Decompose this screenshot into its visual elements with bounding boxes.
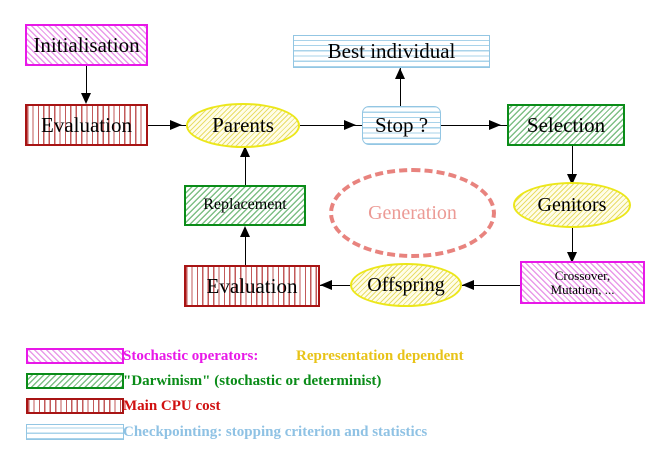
arrowhead-stop-best	[395, 68, 405, 79]
arrowhead-evaluation-parents	[170, 120, 182, 130]
node-initialisation[interactable]: Initialisation	[25, 24, 148, 66]
edge-crossover-offspring	[462, 285, 520, 286]
node-genitors[interactable]: Genitors	[513, 182, 631, 228]
legend-label-main-cpu-cost: Main CPU cost	[123, 397, 221, 414]
arrowhead-offspring-evaluation	[320, 280, 332, 290]
edge-selection-genitors	[572, 146, 573, 180]
arrowhead-genitors-crossover	[567, 252, 577, 263]
legend-swatch-checkpointing	[26, 424, 124, 440]
edge-stop-selection	[441, 125, 507, 126]
node-selection[interactable]: Selection	[507, 104, 625, 146]
edge-parents-stop	[300, 125, 362, 126]
legend-row-main-cpu-cost: Main CPU cost	[0, 393, 662, 419]
node-crossover-mutation[interactable]: Crossover, Mutation, ...	[520, 261, 645, 304]
node-evaluation-top[interactable]: Evaluation	[25, 104, 148, 146]
arrowhead-selection-genitors	[567, 174, 577, 185]
node-offspring[interactable]: Offspring	[350, 263, 462, 307]
edge-evaluation-replacement	[245, 228, 246, 266]
edge-genitors-crossover	[572, 228, 573, 260]
node-best-individual[interactable]: Best individual	[293, 35, 490, 68]
edge-initialisation-evaluation	[86, 66, 87, 96]
legend-swatch-darwinism	[26, 373, 124, 389]
edge-stop-best	[400, 68, 401, 106]
legend-label-representation-dependent: Representation dependent	[296, 347, 464, 364]
node-parents[interactable]: Parents	[186, 103, 300, 148]
edge-replacement-parents	[245, 148, 246, 186]
arrowhead-initialisation-evaluation	[81, 93, 91, 104]
arrowhead-replacement-parents	[240, 146, 250, 157]
legend-row-stochastic: Stochastic operators: Representation dep…	[0, 343, 662, 369]
legend-swatch-stochastic-operator	[26, 348, 124, 364]
edge-offspring-evaluation	[320, 285, 370, 286]
node-evaluation-bottom[interactable]: Evaluation	[184, 265, 320, 307]
node-stop[interactable]: Stop ?	[362, 106, 441, 145]
arrowhead-stop-selection	[489, 120, 501, 130]
arrowhead-crossover-offspring	[462, 280, 474, 290]
legend-swatch-main-cpu-cost	[26, 398, 124, 414]
legend-row-darwinism: "Darwinism" (stochastic or determinist)	[0, 368, 662, 394]
legend-label-darwinism: "Darwinism" (stochastic or determinist)	[123, 372, 382, 389]
legend-row-checkpointing: Checkpointing: stopping criterion and st…	[0, 419, 662, 445]
legend-label-checkpointing: Checkpointing: stopping criterion and st…	[123, 423, 428, 440]
arrowhead-parents-stop	[344, 120, 356, 130]
node-replacement[interactable]: Replacement	[184, 185, 306, 226]
arrowhead-evaluation-replacement	[240, 226, 250, 237]
node-generation-loop: Generation	[329, 168, 496, 258]
legend-label-stochastic-operator: Stochastic operators:	[123, 347, 259, 364]
